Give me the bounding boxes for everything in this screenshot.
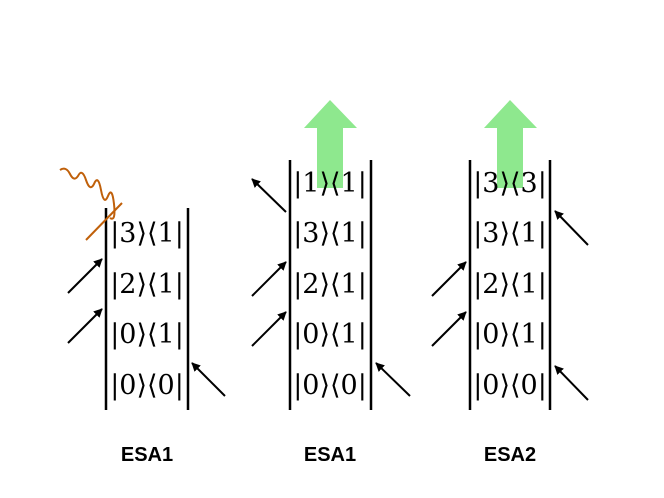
interaction-arrow (375, 362, 411, 397)
diagram-esa1-left: |3⟩⟨1| |2⟩⟨1| |0⟩⟨1| |0⟩⟨0| ESA1 (59, 167, 226, 466)
signal-up-arrow (304, 100, 357, 188)
density-matrix-element: |1⟩⟨1| (293, 168, 367, 199)
density-matrix-element: |0⟩⟨1| (473, 319, 547, 350)
photon-emission-wavy-line (59, 167, 116, 220)
density-matrix-element: |3⟩⟨3| (473, 168, 547, 199)
density-matrix-element: |3⟩⟨1| (473, 218, 547, 249)
diagram-caption: ESA1 (304, 444, 356, 466)
density-matrix-element: |2⟩⟨1| (473, 269, 547, 300)
density-matrix-element: |3⟩⟨1| (293, 218, 367, 249)
interaction-arrow (67, 308, 103, 344)
diagram-esa1-middle: |1⟩⟨1| |3⟩⟨1| |2⟩⟨1| |0⟩⟨1| |0⟩⟨0| ESA1 (251, 100, 411, 466)
signal-up-arrow (484, 100, 537, 188)
density-matrix-element: |0⟩⟨0| (293, 370, 367, 401)
density-matrix-element: |0⟩⟨0| (473, 370, 547, 401)
interaction-arrow (431, 261, 467, 297)
interaction-arrow (251, 261, 287, 297)
density-matrix-element: |0⟩⟨1| (110, 319, 184, 350)
interaction-arrow (191, 362, 226, 397)
interaction-arrow (554, 365, 589, 401)
density-matrix-element: |2⟩⟨1| (110, 269, 184, 300)
photon-emission-line (85, 202, 123, 241)
diagram-caption: ESA2 (484, 444, 536, 466)
interaction-arrow (251, 311, 287, 347)
interaction-arrow (251, 178, 287, 213)
density-matrix-element: |2⟩⟨1| (293, 269, 367, 300)
diagram-esa2-right: |3⟩⟨3| |3⟩⟨1| |2⟩⟨1| |0⟩⟨1| |0⟩⟨0| ESA2 (431, 100, 589, 466)
diagram-caption: ESA1 (121, 444, 173, 466)
interaction-arrow (554, 210, 589, 246)
interaction-arrow (431, 311, 467, 347)
interaction-arrow (67, 258, 103, 294)
density-matrix-element: |0⟩⟨1| (293, 319, 367, 350)
density-matrix-element: |3⟩⟨1| (110, 218, 184, 249)
density-matrix-element: |0⟩⟨0| (110, 370, 184, 401)
